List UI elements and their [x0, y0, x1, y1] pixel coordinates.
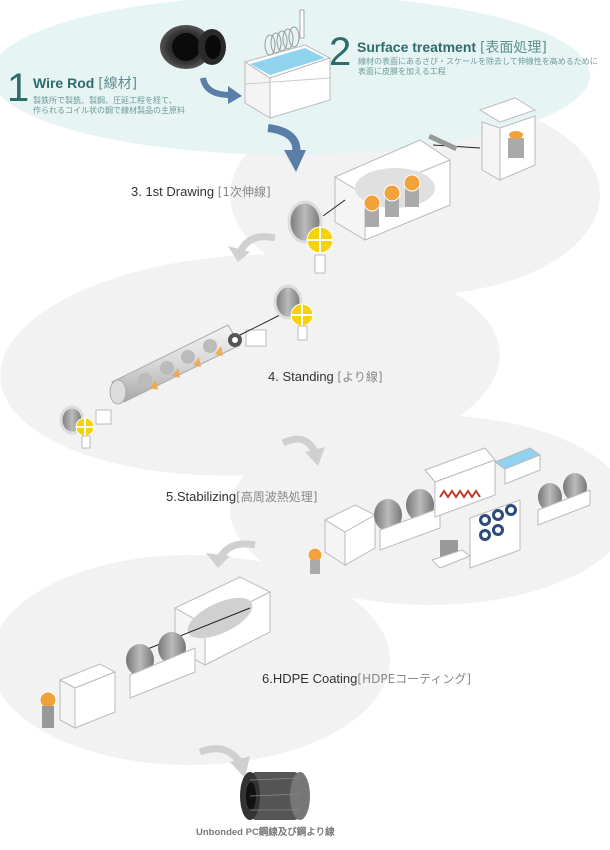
process-4-label: 4. Standing [より線] [268, 368, 383, 385]
process-3-label-jp: [1次伸線] [217, 185, 271, 199]
step-1-desc-line-1: 製鉄所で製銑、製鋼、圧延工程を経て、 [33, 96, 177, 105]
wire-rod-coil-icon [160, 25, 226, 69]
step-2-desc-line-1: 線材の表面にあるさび・スケールを除去して伸線性を高めるために [358, 57, 598, 66]
take-up-block-icon [478, 97, 537, 181]
flow-arrow-4 [281, 435, 319, 454]
step-2-desc-line-2: 表面に皮膜を加える工程 [358, 67, 446, 76]
drawing-machine-icon [322, 133, 481, 241]
stranding-takeup-spool-icon [59, 405, 112, 449]
process-3-label: 3. 1st Drawing [1次伸線] [131, 183, 271, 200]
step-1-desc-line-2: 作られるコイル状の鋼で線材製品の主原料 [33, 106, 185, 115]
stabilizing-line-icon [307, 447, 591, 574]
payoff-spool-icon [287, 200, 334, 274]
pc-strand-coil-icon [240, 772, 310, 820]
final-product-label: Unbonded PC鋼線及び鋼より線 [196, 827, 335, 838]
process-5-label: 5.Stabilizing[高周波熱処理] [166, 488, 317, 505]
process-6-label-en: 6.HDPE Coating [262, 671, 358, 686]
process-4-label-jp: [より線] [337, 370, 383, 384]
step-2-number: 2 [329, 30, 352, 74]
process-5-label-en: 5.Stabilizing [166, 489, 237, 504]
step-2-title-jp: [表面処理] [479, 40, 547, 56]
stranding-machine-icon [109, 309, 291, 405]
step-1-title: Wire Rod [線材] [33, 73, 137, 93]
step-2-title: Surface treatment [表面処理] [357, 37, 547, 57]
step-2-description: 線材の表面にあるさび・スケールを除去して伸線性を高めるために 表面に皮膜を加える… [358, 57, 598, 77]
step-1-title-en: Wire Rod [33, 75, 95, 91]
stranding-payoff-spool-icon [273, 284, 314, 341]
process-4-label-en: 4. Standing [268, 369, 334, 384]
flow-arrow-3 [236, 233, 276, 254]
flow-arrow-1 [200, 77, 231, 98]
step-1-description: 製鉄所で製銑、製鋼、圧延工程を経て、 作られるコイル状の鋼で線材製品の主原料 [33, 96, 185, 116]
step-2-title-en: Surface treatment [357, 39, 477, 55]
process-3-label-en: 3. 1st Drawing [131, 184, 215, 199]
surface-treatment-tank-icon [243, 9, 332, 119]
process-6-label-jp: [HDPEコーティング] [357, 672, 472, 686]
step-1-number: 1 [7, 66, 30, 110]
process-5-label-jp: [高周波熱処理] [236, 490, 318, 504]
flow-arrow-6 [198, 745, 243, 765]
hdpe-coating-line-icon [39, 576, 272, 729]
process-6-label: 6.HDPE Coating[HDPEコーティング] [262, 670, 471, 687]
step-1-title-jp: [線材] [98, 76, 138, 92]
